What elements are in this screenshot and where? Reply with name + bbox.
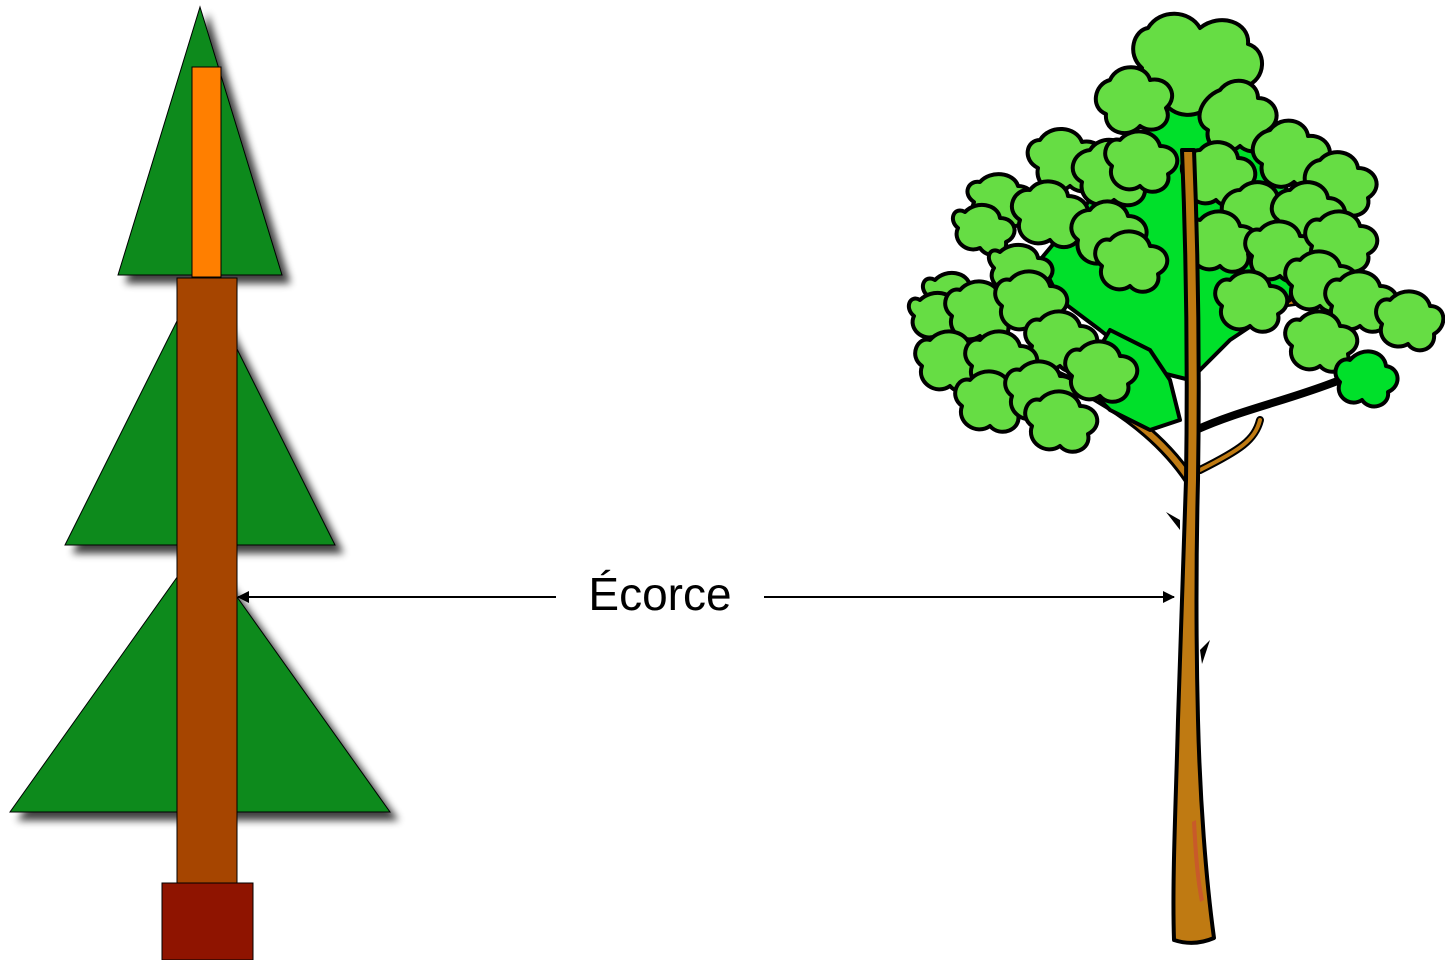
deciduous-tree-icon <box>909 14 1444 943</box>
conifer-trunk <box>177 278 237 884</box>
bark-label: Écorce <box>556 562 764 626</box>
conifer-tree-icon <box>10 7 390 960</box>
conifer-trunk-base <box>162 883 253 960</box>
deciduous-foliage <box>909 14 1444 452</box>
conifer-upper-trunk <box>192 67 221 277</box>
